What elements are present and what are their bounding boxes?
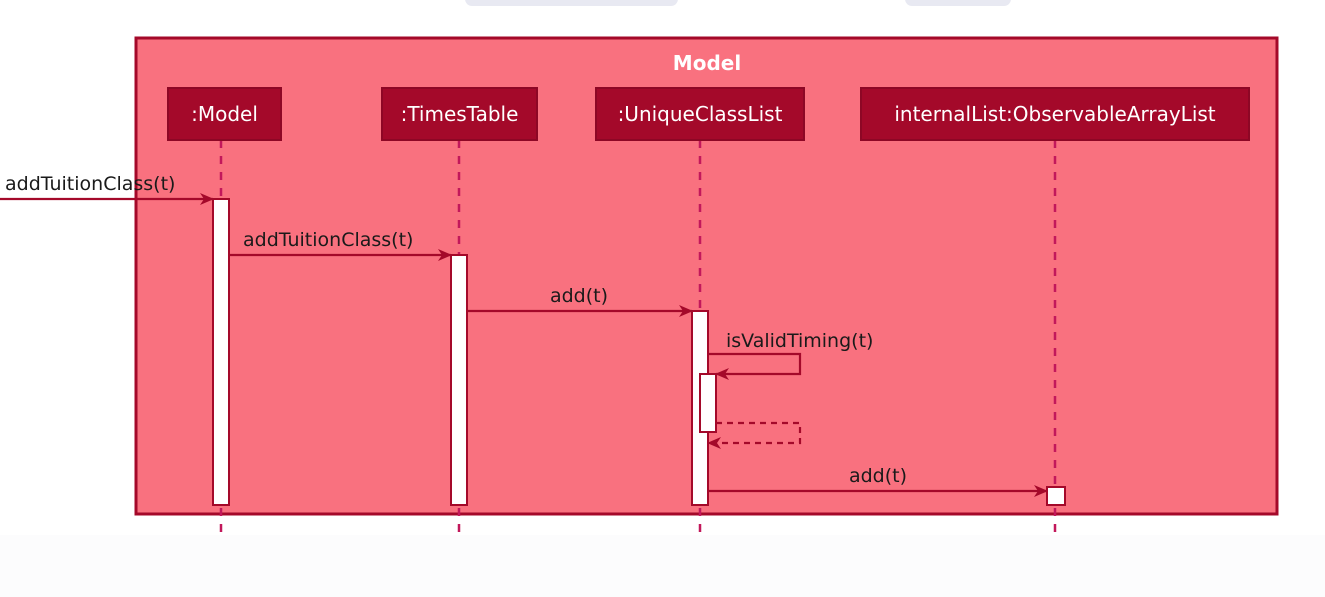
message-label-msg-6: add(t): [849, 465, 907, 487]
participants-group: :Model :TimesTable :UniqueClassList interna…: [167, 87, 1250, 141]
participant-box-timestable[interactable]: [381, 87, 538, 141]
message-label-msg-3: add(t): [550, 285, 608, 307]
message-label-msg-4: isValidTiming(t): [726, 330, 873, 352]
participant-timestable[interactable]: :TimesTable: [381, 87, 538, 141]
activation-bar-timestable-1: [450, 254, 468, 506]
participant-model[interactable]: :Model: [167, 87, 282, 141]
participant-label-observablearraylist: internalList:ObservableArrayList: [894, 102, 1215, 126]
toolbar-chip-left[interactable]: [465, 0, 678, 6]
activation-bar-uniqueclasslist-nested-3: [699, 373, 717, 433]
participant-label-uniqueclasslist: :UniqueClassList: [618, 102, 783, 126]
activation-bar-model-0: [212, 198, 230, 506]
participant-uniqueclasslist[interactable]: :UniqueClassList: [595, 87, 805, 141]
frame-title: Model: [673, 51, 741, 75]
participant-label-model: :Model: [191, 102, 258, 126]
message-arrow-msg-5: [707, 421, 802, 449]
messages-group: [0, 193, 1048, 497]
message-labels-group: addTuitionClass(t) addTuitionClass(t) add(…: [5, 173, 907, 487]
toolbar-chip-right[interactable]: [905, 0, 1011, 6]
message-label-msg-1: addTuitionClass(t): [5, 173, 175, 195]
participant-observablearraylist[interactable]: internalList:ObservableArrayList: [860, 87, 1250, 141]
participant-box-uniqueclasslist[interactable]: [595, 87, 805, 141]
activation-bar-observablearraylist-4: [1046, 486, 1066, 506]
message-arrow-msg-4: [708, 352, 802, 380]
participant-box-model[interactable]: [167, 87, 282, 141]
participant-box-observablearraylist[interactable]: [860, 87, 1250, 141]
participant-label-timestable: :TimesTable: [401, 102, 519, 126]
activation-bars-group: [212, 198, 1066, 506]
message-label-msg-2: addTuitionClass(t): [243, 229, 413, 251]
